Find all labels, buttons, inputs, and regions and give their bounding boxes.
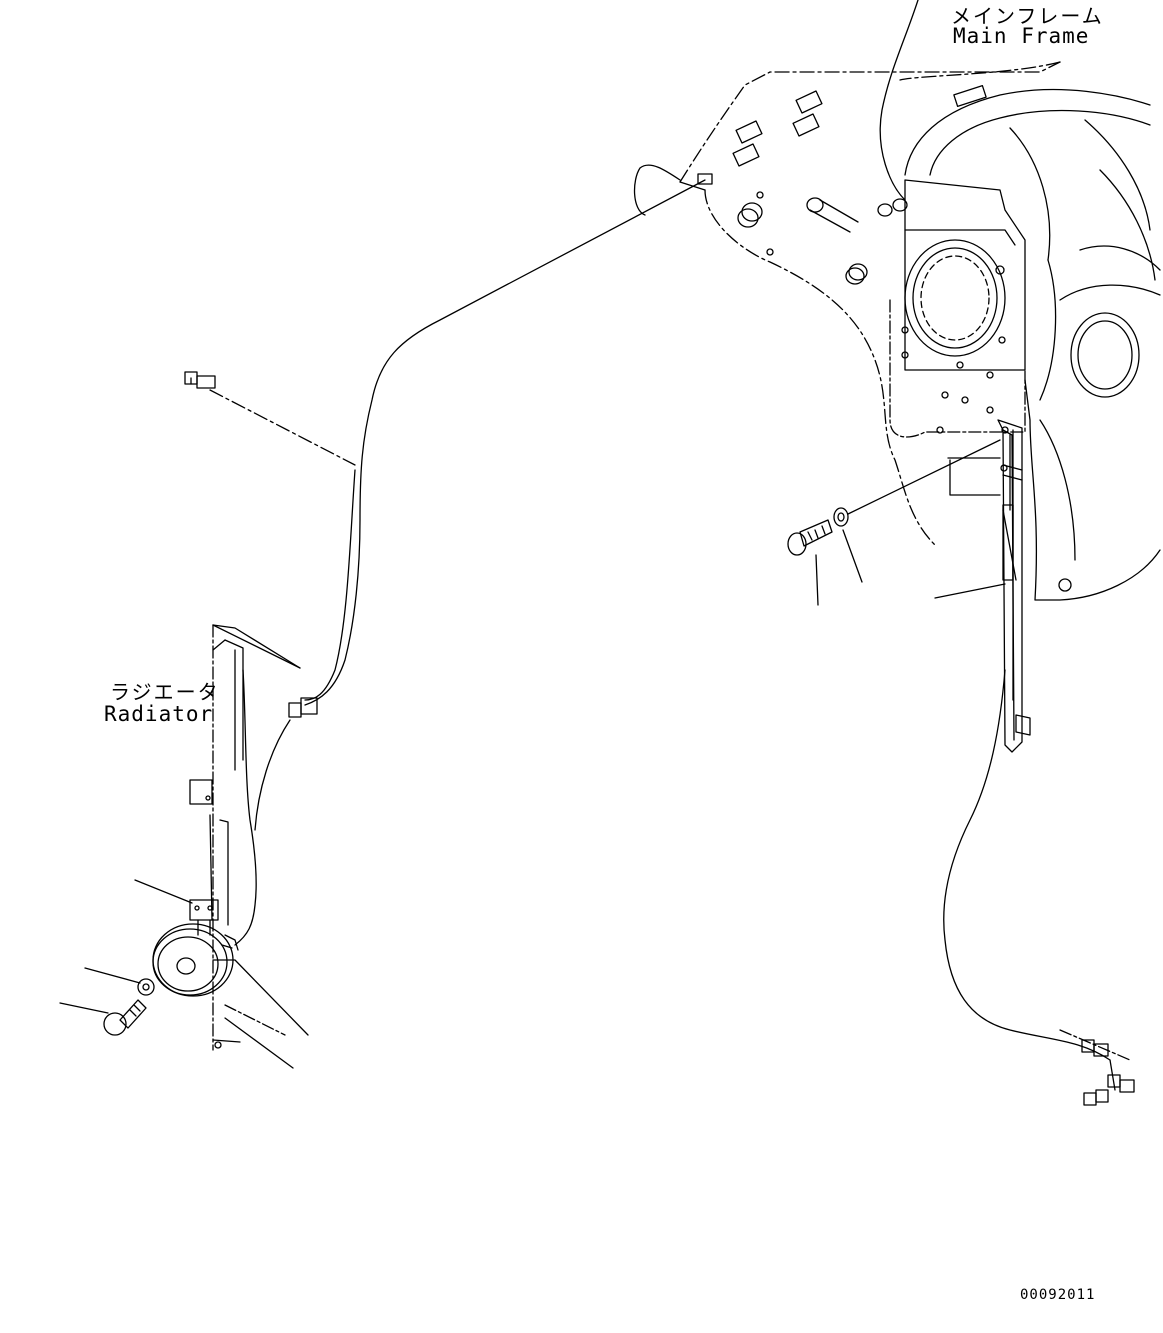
bolt-left <box>104 1000 146 1035</box>
main-frame-outline <box>680 62 1160 600</box>
harness-connector-radiator <box>289 698 317 717</box>
harness-connector-left <box>185 372 215 388</box>
main-frame-label-en: Main Frame <box>953 24 1090 48</box>
main-frame-label-jp: メインフレーム <box>951 4 1104 28</box>
horn <box>153 900 238 996</box>
washer-left <box>138 979 154 995</box>
leader-lines-left <box>60 880 192 1013</box>
leader-lines-right <box>816 530 1005 605</box>
bolt-center-line <box>848 440 1000 514</box>
radiator-label-jp: ラジエータ <box>110 680 220 704</box>
drawing-number: 00092011 <box>1020 1287 1096 1303</box>
wiring-harness <box>210 0 1130 1090</box>
washer-right <box>834 508 848 526</box>
mounting-bracket <box>998 420 1030 752</box>
radiator-label-en: Radiator <box>104 702 214 726</box>
bolt-right <box>788 520 832 555</box>
harness-connector-right <box>1082 1040 1134 1105</box>
